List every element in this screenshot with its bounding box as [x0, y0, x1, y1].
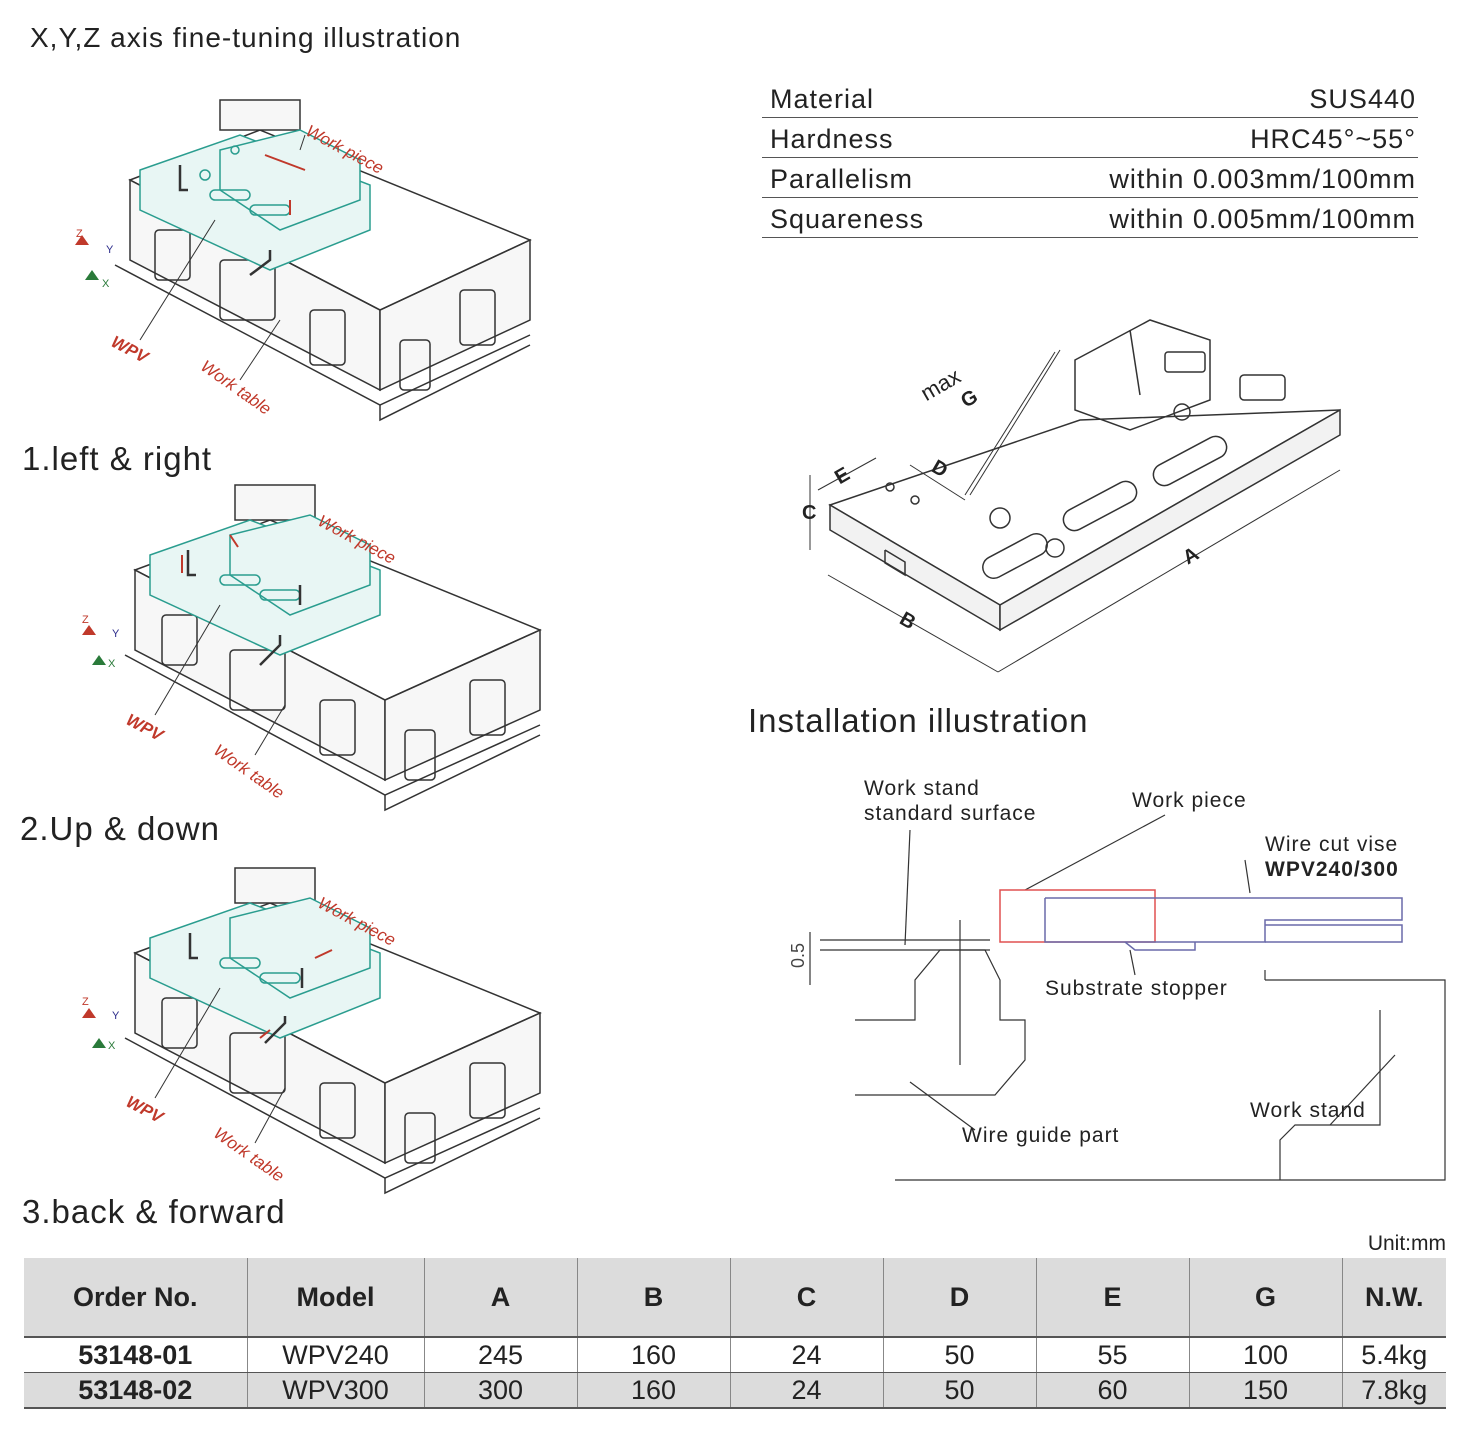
step-up-down: 2.Up & down [20, 810, 220, 847]
table-header-row: Order No. Model A B C D E G N.W. [24, 1258, 1446, 1338]
label-vise-model: WPV240/300 [1265, 858, 1399, 881]
spec-row-material: Material SUS440 [762, 78, 1418, 118]
spec-name: Hardness [770, 124, 894, 154]
installation-drawing [809, 814, 1446, 1181]
axis-y-label-1: Y [106, 244, 114, 256]
col-header-d: D [883, 1258, 1037, 1338]
spec-value: within 0.003mm/100mm [1109, 164, 1416, 194]
cell-nw: 7.8kg [1342, 1372, 1446, 1409]
installation-title: Installation illustration [748, 702, 1089, 739]
gap-label: 0.5 [788, 942, 809, 969]
unit-label: Unit:mm [1367, 1232, 1446, 1255]
axis-y-label-2: Y [112, 628, 120, 640]
spec-name: Squareness [770, 204, 925, 234]
cell-g: 100 [1189, 1337, 1343, 1373]
spec-table: Material SUS440 Hardness HRC45°~55° Para… [762, 78, 1418, 238]
axis-z-label-2: Z [82, 614, 89, 626]
col-header-e: E [1036, 1258, 1190, 1338]
cell-c: 24 [730, 1372, 884, 1409]
label-work-stand-surface-2: standard surface [864, 802, 1037, 825]
label-work-stand-surface-1: Work stand [864, 777, 980, 800]
spec-row-hardness: Hardness HRC45°~55° [762, 118, 1418, 158]
label-substrate-stopper: Substrate stopper [1045, 977, 1228, 1000]
spec-name: Parallelism [770, 164, 914, 194]
axis-z-label-3: Z [82, 996, 89, 1008]
step-back-forward: 3.back & forward [22, 1193, 286, 1230]
cell-b: 160 [577, 1372, 731, 1409]
col-header-b: B [577, 1258, 731, 1338]
label-wire-guide-part: Wire guide part [962, 1124, 1120, 1147]
col-header-g: G [1189, 1258, 1343, 1338]
cell-c: 24 [730, 1337, 884, 1373]
spec-row-squareness: Squareness within 0.005mm/100mm [762, 198, 1418, 238]
step-left-right: 1.left & right [22, 440, 213, 477]
label-wire-cut-vise: Wire cut vise [1265, 833, 1399, 856]
vise-dimension-drawing [809, 319, 1341, 673]
table-row: 53148-02 WPV300 300 160 24 50 60 150 7.8… [24, 1372, 1446, 1409]
cell-g: 150 [1189, 1372, 1343, 1409]
spec-value: SUS440 [1309, 84, 1416, 114]
spec-value: HRC45°~55° [1250, 124, 1416, 154]
spec-row-parallelism: Parallelism within 0.003mm/100mm [762, 158, 1418, 198]
fine-tuning-title: X,Y,Z axis fine-tuning illustration [30, 22, 462, 53]
cell-order-no: 53148-02 [24, 1372, 248, 1409]
cell-a: 300 [424, 1372, 578, 1409]
cell-d: 50 [883, 1372, 1037, 1409]
axis-z-label-1: Z [76, 228, 83, 240]
axis-x-label-1: X [102, 278, 110, 290]
col-header-a: A [424, 1258, 578, 1338]
table-row: 53148-01 WPV240 245 160 24 50 55 100 5.4… [24, 1337, 1446, 1373]
axis-x-label-2: X [108, 658, 116, 670]
cell-d: 50 [883, 1337, 1037, 1373]
cell-nw: 5.4kg [1342, 1337, 1446, 1373]
label-work-piece: Work piece [1132, 789, 1247, 812]
col-header-model: Model [247, 1258, 425, 1338]
fine-tuning-drawing-left-right [75, 99, 532, 422]
label-work-stand: Work stand [1250, 1099, 1366, 1122]
axis-y-label-3: Y [112, 1010, 120, 1022]
fine-tuning-drawing-up-down [82, 484, 542, 812]
cell-model: WPV240 [247, 1337, 425, 1373]
dim-c-label: C [802, 502, 817, 524]
cell-order-no: 53148-01 [24, 1337, 248, 1373]
col-header-c: C [730, 1258, 884, 1338]
axis-x-label-3: X [108, 1040, 116, 1052]
col-header-nw: N.W. [1342, 1258, 1446, 1338]
fine-tuning-drawing-back-forward [82, 867, 542, 1195]
spec-name: Material [770, 84, 875, 114]
spec-value: within 0.005mm/100mm [1109, 204, 1416, 234]
cell-e: 60 [1036, 1372, 1190, 1409]
order-table: Order No. Model A B C D E G N.W. 53148-0… [24, 1258, 1446, 1409]
cell-b: 160 [577, 1337, 731, 1373]
col-header-order-no: Order No. [24, 1258, 248, 1338]
cell-e: 55 [1036, 1337, 1190, 1373]
cell-a: 245 [424, 1337, 578, 1373]
cell-model: WPV300 [247, 1372, 425, 1409]
